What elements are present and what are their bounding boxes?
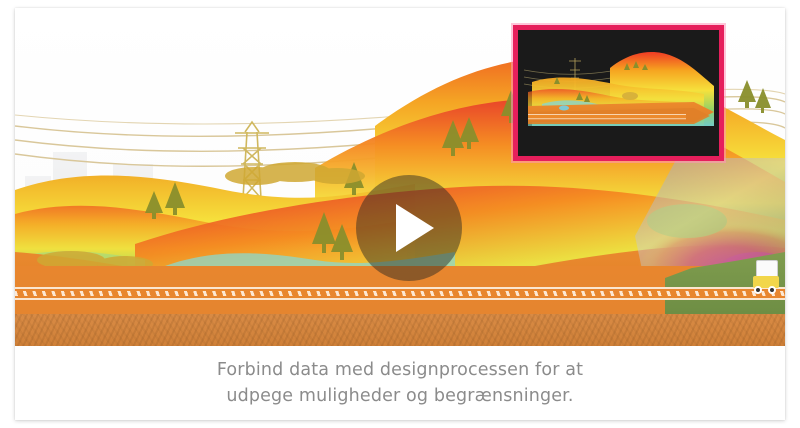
soil-strip bbox=[15, 314, 785, 346]
railway-track bbox=[15, 287, 785, 300]
caption-line-1: Forbind data med designprocessen for at bbox=[216, 360, 584, 380]
maintenance-vehicle-icon bbox=[753, 260, 779, 294]
inset-canvas bbox=[518, 30, 719, 156]
caption-line-2: udpege muligheder og begrænsninger. bbox=[226, 386, 574, 406]
ground-plane bbox=[15, 252, 785, 346]
play-triangle-icon bbox=[395, 204, 434, 252]
caption-block: Forbind data med designprocessen for at … bbox=[15, 346, 785, 420]
play-button[interactable] bbox=[356, 175, 462, 281]
video-stage[interactable] bbox=[15, 8, 785, 346]
inset-preview-panel bbox=[513, 25, 724, 161]
inset-terrain-heatmap bbox=[523, 52, 714, 126]
video-card: Forbind data med designprocessen for at … bbox=[15, 8, 785, 420]
